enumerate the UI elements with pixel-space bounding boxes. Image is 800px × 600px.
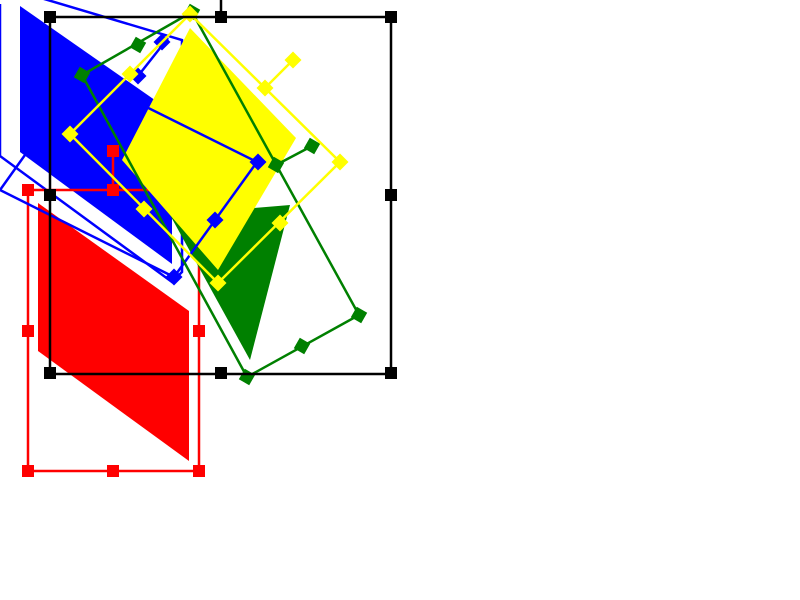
group-handle-bottom-right[interactable] bbox=[385, 367, 397, 379]
group-handle-bottom-left[interactable] bbox=[44, 367, 56, 379]
yellow-shape-group[interactable] bbox=[122, 28, 296, 270]
green-handle-1[interactable] bbox=[73, 66, 91, 84]
group-handle-top-left[interactable] bbox=[44, 11, 56, 23]
red-handle-mid-right[interactable] bbox=[193, 325, 205, 337]
green-handle-6[interactable] bbox=[293, 337, 311, 355]
green-handle-4[interactable] bbox=[267, 156, 285, 174]
group-handle-bottom-mid[interactable] bbox=[215, 367, 227, 379]
green-handle-7[interactable] bbox=[238, 368, 256, 386]
blue-shape-halo-inner bbox=[4, 0, 175, 278]
group-handle-top-mid[interactable] bbox=[215, 11, 227, 23]
group-handle-mid-right[interactable] bbox=[385, 189, 397, 201]
yellow-diamond[interactable] bbox=[122, 28, 296, 270]
group-selection[interactable] bbox=[44, 0, 397, 379]
red-handle-bottom-right[interactable] bbox=[193, 465, 205, 477]
group-selection-handles bbox=[44, 11, 397, 379]
red-handle-bottom-mid[interactable] bbox=[107, 465, 119, 477]
yellow-rotate-line bbox=[264, 59, 294, 89]
green-handle-2[interactable] bbox=[129, 36, 147, 54]
red-rotate-handle[interactable] bbox=[107, 145, 119, 157]
red-handle-top-left[interactable] bbox=[22, 184, 34, 196]
green-rotate-handle[interactable] bbox=[303, 137, 321, 155]
red-handle-top-mid[interactable] bbox=[107, 184, 119, 196]
red-handle-mid-left[interactable] bbox=[22, 325, 34, 337]
red-shape-group[interactable] bbox=[22, 145, 205, 477]
green-handle-5[interactable] bbox=[350, 306, 368, 324]
red-parallelogram[interactable] bbox=[38, 203, 189, 461]
group-handle-top-right[interactable] bbox=[385, 11, 397, 23]
red-handle-bottom-left[interactable] bbox=[22, 465, 34, 477]
group-handle-mid-left[interactable] bbox=[44, 189, 56, 201]
